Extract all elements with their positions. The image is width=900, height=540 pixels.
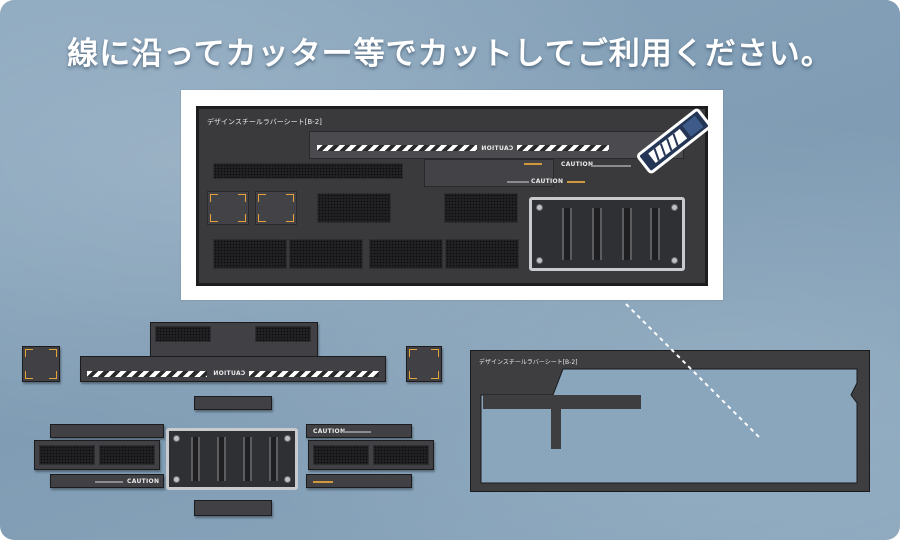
hazard-stripe — [249, 371, 379, 377]
corner-mark — [210, 214, 218, 222]
plate-rail — [243, 437, 252, 481]
cut-part-mesh-right — [308, 440, 434, 470]
corner-mark — [286, 194, 294, 202]
hazard-stripe — [87, 371, 207, 377]
vent-mesh-bottom-3 — [369, 239, 443, 269]
plate-rail — [650, 208, 660, 260]
gold-detail — [313, 481, 333, 483]
frame-cutout — [480, 368, 858, 484]
vent-mesh — [99, 445, 155, 465]
corner-mark — [258, 194, 266, 202]
cut-part-square-left — [22, 346, 60, 382]
plate-rail — [269, 437, 278, 481]
vent-mesh-mid-left — [317, 193, 391, 223]
leftover-frame-sheet: デザインスチールラバーシート[B-2] — [470, 350, 870, 492]
plate-rail — [191, 437, 200, 481]
gold-detail-b — [567, 181, 585, 183]
grey-detail — [343, 431, 371, 433]
plate-rail — [592, 208, 602, 260]
cut-part-square-right — [406, 346, 442, 382]
vent-mesh — [373, 445, 429, 465]
instruction-headline: 線に沿ってカッター等でカットしてご利用ください。 — [67, 36, 833, 72]
corner-mark — [238, 194, 246, 202]
cut-part-caution-strip-bottom: CAUTION — [50, 474, 164, 488]
vent-mesh — [39, 445, 95, 465]
corner-mark — [409, 371, 417, 379]
caution-label-3: CAUTION — [313, 428, 346, 435]
vent-mesh-bottom-2 — [289, 239, 363, 269]
corner-mark — [286, 214, 294, 222]
screw — [173, 476, 180, 483]
cutter-knife-icon — [636, 108, 712, 174]
cut-part-small-trapezoid — [194, 396, 272, 410]
corner-mark — [25, 371, 33, 379]
screw — [671, 204, 678, 211]
corner-mark — [258, 214, 266, 222]
frame-sheet-title: デザインスチールラバーシート[B-2] — [479, 359, 578, 366]
screw — [284, 435, 291, 442]
screw — [536, 257, 543, 264]
vent-mesh — [313, 445, 369, 465]
steel-plate — [529, 197, 685, 271]
caution-label-1: CAUTION — [561, 161, 594, 168]
caution-label-2: CAUTION — [531, 178, 564, 185]
corner-mark — [409, 349, 417, 357]
cut-part-top-block — [150, 322, 318, 358]
vent-mesh-bottom-1 — [213, 239, 287, 269]
vent-mesh-bottom-4 — [445, 239, 519, 269]
corner-mark — [49, 371, 57, 379]
gold-detail-a — [524, 163, 542, 165]
plate-rail — [217, 437, 226, 481]
corner-mark — [431, 349, 439, 357]
screw — [536, 204, 543, 211]
vent-mesh-top — [213, 163, 403, 179]
screw — [173, 435, 180, 442]
plate-rail — [562, 208, 572, 260]
cut-part-steel-plate — [166, 428, 298, 490]
square-plate-1 — [207, 191, 249, 225]
vent-mesh — [255, 326, 311, 342]
hazard-stripe-left — [317, 145, 477, 151]
corner-mark — [238, 214, 246, 222]
square-plate-2 — [255, 191, 297, 225]
corner-mark — [49, 349, 57, 357]
grey-detail-a — [591, 165, 631, 167]
cut-part-caution-strip-left — [50, 424, 164, 438]
grey-detail — [95, 481, 123, 483]
corner-mark — [25, 349, 33, 357]
corner-mark — [210, 194, 218, 202]
cut-part-caution-strip-right: CAUTION — [306, 424, 412, 438]
vent-mesh-mid-right — [444, 193, 518, 223]
grey-detail-b — [507, 181, 529, 183]
cut-part-mesh-left — [34, 440, 160, 470]
rubber-sheet: デザインスチールラバーシート[B-2] CAUTION CAUTION CAUT… — [196, 106, 708, 286]
plate-rail — [622, 208, 632, 260]
cut-part-long-bar: CAUTION — [80, 356, 386, 382]
caution-label-4: CAUTION — [127, 478, 160, 485]
corner-mark — [431, 371, 439, 379]
screw — [671, 257, 678, 264]
cut-part-gold-strip — [306, 474, 412, 488]
hazard-stripe-right — [517, 145, 609, 151]
screw — [284, 476, 291, 483]
cut-part-bottom-trapezoid — [194, 500, 272, 516]
vent-mesh — [155, 326, 211, 342]
sheet-title: デザインスチールラバーシート[B-2] — [207, 118, 322, 126]
